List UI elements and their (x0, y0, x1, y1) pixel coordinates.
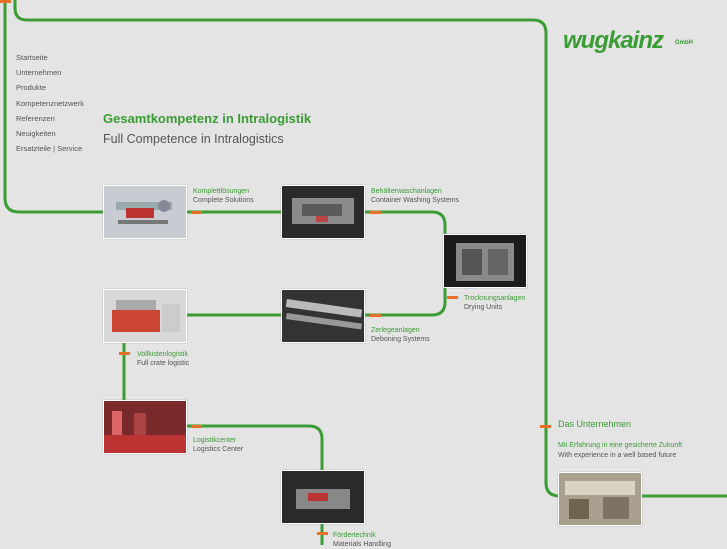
container-washing-image[interactable] (281, 185, 365, 239)
full-crate-logistic-image[interactable] (103, 289, 187, 343)
company-tagline[interactable]: Mit Erfahrung in eine gesicherte Zukunft… (558, 442, 683, 459)
svg-text:wugkainz: wugkainz (563, 27, 664, 54)
main-navigation: Startseite Unternehmen Produkte Kompeten… (16, 50, 84, 156)
headline-en: Full Competence in Intralogistics (103, 132, 284, 146)
headline-de: Gesamtkompetenz in Intralogistik (103, 111, 312, 126)
deboning-systems-image[interactable] (281, 289, 365, 343)
drying-units-image[interactable] (443, 234, 527, 288)
company-photo[interactable] (558, 472, 642, 526)
materials-handling-image[interactable] (281, 470, 365, 524)
wugkainz-logo[interactable]: wugkainz GmbH (563, 26, 703, 56)
nav-item-kompetenznetzwerk[interactable]: Kompetenznetzwerk (16, 98, 84, 108)
company-title-link[interactable]: Das Unternehmen (558, 419, 632, 429)
nav-item-referenzen[interactable]: Referenzen (16, 113, 55, 123)
nav-item-unternehmen[interactable]: Unternehmen (16, 68, 62, 78)
nav-item-startseite[interactable]: Startseite (16, 53, 48, 62)
svg-text:GmbH: GmbH (675, 40, 693, 46)
complete-solutions-image[interactable] (103, 185, 187, 239)
nav-item-produkte[interactable]: Produkte (16, 83, 47, 93)
nav-item-neuigkeiten[interactable]: Neuigkeiten (16, 129, 56, 139)
nav-item-ersatzteile-service[interactable]: Ersatzteile | Service (16, 144, 83, 154)
logistics-center-image[interactable] (103, 400, 187, 454)
